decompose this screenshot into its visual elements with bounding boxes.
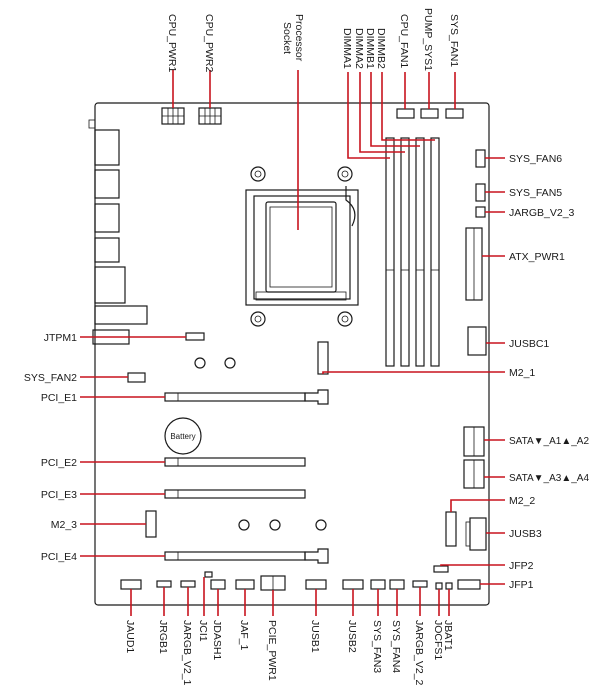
dimm-slots bbox=[385, 137, 440, 367]
jargb-v2-1-label: JARGB_V2_1 bbox=[181, 620, 193, 686]
bottom-headers bbox=[120, 565, 481, 591]
pci-e2-label: PCI_E2 bbox=[41, 457, 77, 469]
left-labels: JTPM1 SYS_FAN2 PCI_E1 PCI_E2 PCI_E3 M2_3… bbox=[24, 332, 77, 563]
m2-3-label: M2_3 bbox=[51, 519, 77, 531]
jrgb1-label: JRGB1 bbox=[157, 620, 169, 654]
jci1-label: JCI1 bbox=[197, 620, 209, 642]
m2-2-label: M2_2 bbox=[509, 495, 535, 507]
right-labels: SYS_FAN6 SYS_FAN5 JARGB_V2_3 ATX_PWR1 JU… bbox=[509, 153, 589, 591]
jocfs1-label: JOCFS1 bbox=[432, 620, 444, 660]
jfp2-label: JFP2 bbox=[509, 560, 534, 572]
cpu-fan1-label: CPU_FAN1 bbox=[398, 14, 410, 68]
jtpm1-header bbox=[185, 332, 205, 341]
sata-a3-a4-ports bbox=[463, 459, 485, 489]
pcie-pwr1-label: PCIE_PWR1 bbox=[266, 620, 278, 681]
cpu-fan1-header bbox=[396, 108, 415, 119]
jusb1-label: JUSB1 bbox=[309, 620, 321, 653]
jusbc1-label: JUSBC1 bbox=[509, 338, 549, 350]
jargb-v2-3-header bbox=[475, 206, 486, 218]
jdash1-label: JDASH1 bbox=[211, 620, 223, 660]
jusb3-label: JUSB3 bbox=[509, 528, 542, 540]
sata-a3-a4-label: SATA▼_A3▲_A4 bbox=[509, 473, 589, 484]
sata-a1-a2-label: SATA▼_A1▲_A2 bbox=[509, 436, 589, 447]
jargb-v2-2-label: JARGB_V2_2 bbox=[413, 620, 425, 686]
sys-fan6-header bbox=[475, 149, 486, 168]
sys-fan5-header bbox=[475, 183, 486, 202]
cpu-pwr2-connector bbox=[198, 107, 222, 125]
cpu-pwr1-connector bbox=[161, 107, 185, 125]
processor-socket-label-line1: Processor bbox=[293, 14, 305, 62]
jusb3-connector bbox=[465, 517, 487, 551]
cpu-pwr2-label: CPU_PWR2 bbox=[203, 14, 215, 73]
jtpm1-label: JTPM1 bbox=[44, 332, 77, 344]
sys-fan3-label: SYS_FAN3 bbox=[371, 620, 383, 673]
dimma1-label: DIMMA1 bbox=[341, 28, 353, 69]
dimmb2-label: DIMMB2 bbox=[375, 28, 387, 69]
sys-fan2-label: SYS_FAN2 bbox=[24, 372, 77, 384]
jargb-v2-3-label: JARGB_V2_3 bbox=[509, 207, 575, 219]
sys-fan1-header bbox=[445, 108, 464, 119]
top-labels: CPU_PWR1 CPU_PWR2 Processor Socket DIMMA… bbox=[166, 8, 460, 73]
sys-fan4-label: SYS_FAN4 bbox=[390, 620, 402, 673]
m2-3-slot bbox=[145, 510, 157, 538]
pci-e4-slot bbox=[164, 548, 329, 564]
battery-label: Battery bbox=[170, 432, 195, 441]
rear-io-panel bbox=[92, 129, 148, 345]
pump-sys1-label: PUMP_SYS1 bbox=[422, 8, 434, 71]
pci-e3-label: PCI_E3 bbox=[41, 489, 77, 501]
jusbc1-connector bbox=[467, 326, 487, 356]
pci-e2-slot bbox=[164, 457, 306, 467]
processor-socket bbox=[245, 166, 359, 327]
pci-e1-label: PCI_E1 bbox=[41, 392, 77, 404]
sys-fan5-label: SYS_FAN5 bbox=[509, 187, 562, 199]
jfp1-label: JFP1 bbox=[509, 579, 534, 591]
atx-pwr1-connector bbox=[465, 227, 483, 301]
m2-1-slot bbox=[317, 341, 329, 375]
leader-lines bbox=[80, 70, 505, 616]
atx-pwr1-label: ATX_PWR1 bbox=[509, 251, 565, 263]
sys-fan2-header bbox=[127, 372, 146, 383]
m2-2-slot bbox=[445, 511, 457, 547]
bottom-labels: JAUD1 JRGB1 JARGB_V2_1 JCI1 JDASH1 JAF_1… bbox=[124, 620, 454, 686]
cpu-pwr1-label: CPU_PWR1 bbox=[166, 14, 178, 73]
processor-socket-label-line2: Socket bbox=[281, 22, 293, 54]
m2-1-label: M2_1 bbox=[509, 367, 535, 379]
jaud1-label: JAUD1 bbox=[124, 620, 136, 653]
jusb2-label: JUSB2 bbox=[346, 620, 358, 653]
motherboard-board bbox=[88, 102, 490, 606]
sys-fan1-label: SYS_FAN1 bbox=[448, 14, 460, 67]
jaf-1-label: JAF_1 bbox=[238, 620, 250, 651]
pump-sys1-header bbox=[420, 108, 439, 119]
dimmb1-label: DIMMB1 bbox=[364, 28, 376, 69]
jbat1-label: JBAT1 bbox=[442, 620, 454, 651]
sata-a1-a2-ports bbox=[463, 426, 485, 457]
mounting-holes bbox=[194, 357, 327, 531]
dimma2-label: DIMMA2 bbox=[353, 28, 365, 69]
pci-e3-slot bbox=[164, 489, 306, 499]
sys-fan6-label: SYS_FAN6 bbox=[509, 153, 562, 165]
pci-e4-label: PCI_E4 bbox=[41, 551, 77, 563]
battery: Battery bbox=[164, 417, 202, 455]
pci-e1-slot bbox=[164, 389, 329, 405]
